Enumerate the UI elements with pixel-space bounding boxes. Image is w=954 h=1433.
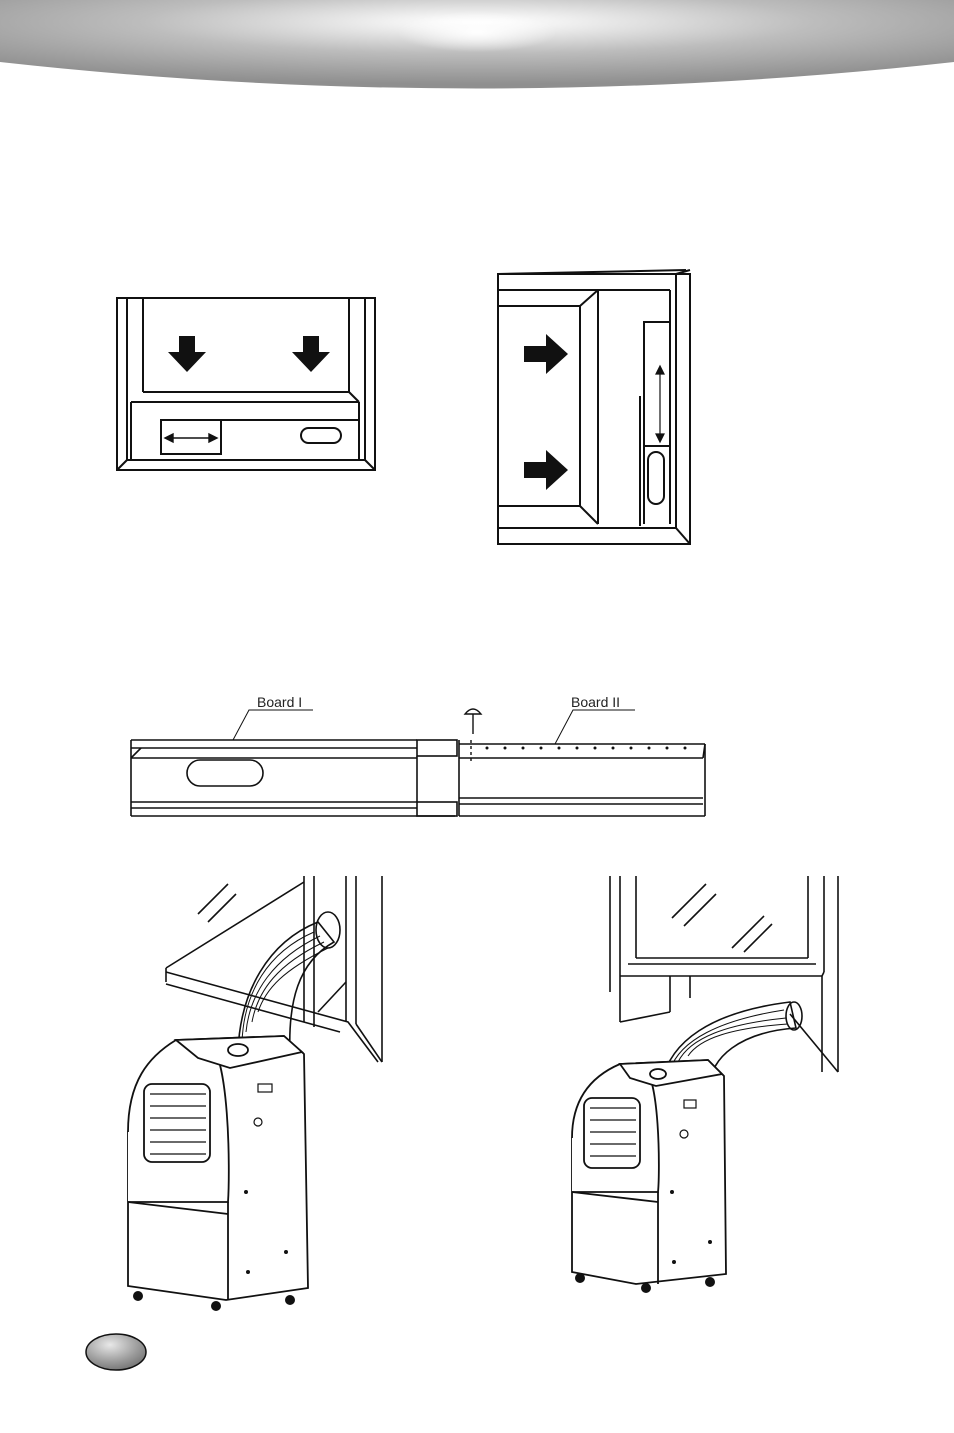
board-1-label: Board I bbox=[257, 694, 302, 710]
right-arrow-icon bbox=[524, 334, 568, 490]
vertical-double-arrow-icon bbox=[656, 366, 664, 442]
header-banner bbox=[0, 0, 954, 100]
unit-horizontal-window-illustration bbox=[560, 872, 846, 1292]
double-arrow-icon bbox=[165, 434, 217, 442]
board-2-label: Board II bbox=[571, 694, 620, 710]
screw-icon bbox=[465, 709, 481, 762]
down-arrow-icon bbox=[168, 336, 330, 372]
page-number-badge bbox=[84, 1332, 148, 1372]
vertical-window-diagram bbox=[494, 266, 694, 546]
board-assembly-diagram: Board I Board II bbox=[125, 690, 715, 822]
horizontal-window-diagram bbox=[115, 296, 377, 472]
unit-vertical-window-illustration bbox=[118, 872, 390, 1312]
